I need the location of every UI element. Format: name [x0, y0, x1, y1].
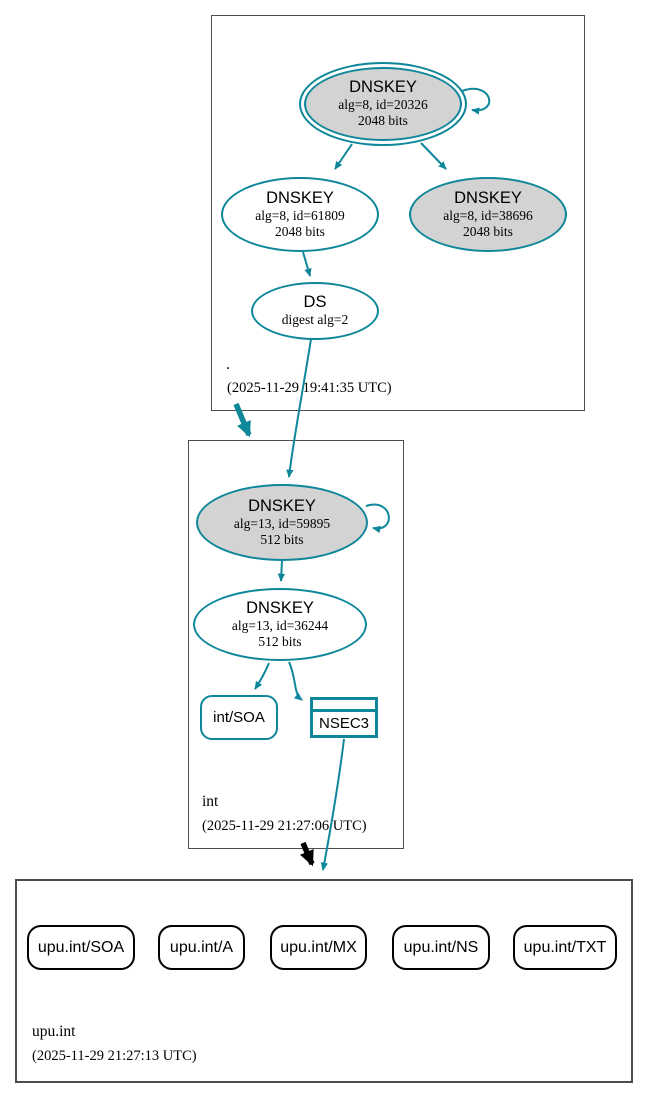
- node-detail: 512 bits: [260, 531, 304, 547]
- node-detail: alg=13, id=36244: [231, 617, 329, 633]
- node-label: upu.int/TXT: [523, 938, 607, 956]
- node-label: NSEC3: [318, 715, 370, 732]
- node-detail: alg=8, id=61809: [255, 207, 345, 223]
- node-detail: alg=13, id=59895: [233, 515, 331, 531]
- node-nsec3[interactable]: NSEC3: [310, 697, 378, 738]
- zone-name-upu-int: upu.int: [32, 1023, 76, 1040]
- node-rrset-upu-int-mx[interactable]: upu.int/MX: [270, 925, 367, 970]
- node-int-soa[interactable]: int/SOA: [200, 695, 278, 740]
- node-ds-root[interactable]: DS digest alg=2: [251, 282, 379, 340]
- node-detail: alg=8, id=38696: [443, 207, 533, 223]
- node-dnskey-20326[interactable]: DNSKEY alg=8, id=20326 2048 bits: [299, 62, 467, 146]
- node-detail: alg=8, id=20326: [338, 97, 428, 113]
- zone-timestamp-upu-int: (2025-11-29 21:27:13 UTC): [32, 1048, 197, 1064]
- node-detail: 2048 bits: [358, 113, 408, 129]
- node-title: DNSKEY: [246, 598, 314, 617]
- node-detail: digest alg=2: [281, 312, 349, 328]
- node-label: upu.int/A: [169, 938, 234, 956]
- node-title: DS: [303, 293, 327, 312]
- zone-timestamp-int: (2025-11-29 21:27:06 UTC): [202, 818, 367, 834]
- node-dnskey-38696[interactable]: DNSKEY alg=8, id=38696 2048 bits: [409, 177, 567, 252]
- node-dnskey-61809[interactable]: DNSKEY alg=8, id=61809 2048 bits: [221, 177, 379, 252]
- zone-box-root: [211, 15, 585, 411]
- node-title: DNSKEY: [349, 78, 417, 97]
- node-label: upu.int/SOA: [37, 938, 125, 956]
- zone-name-int: int: [202, 793, 219, 810]
- node-rrset-upu-int-txt[interactable]: upu.int/TXT: [513, 925, 617, 970]
- node-rrset-upu-int-a[interactable]: upu.int/A: [158, 925, 245, 970]
- dnskey-20326-inner: DNSKEY alg=8, id=20326 2048 bits: [304, 67, 462, 141]
- node-dnskey-36244[interactable]: DNSKEY alg=13, id=36244 512 bits: [193, 588, 367, 661]
- zone-name-root: .: [226, 356, 230, 373]
- node-detail: 512 bits: [258, 633, 302, 649]
- node-title: DNSKEY: [266, 188, 334, 207]
- node-title: DNSKEY: [248, 496, 316, 515]
- node-label: upu.int/NS: [403, 938, 479, 956]
- zone-box-upu-int: [15, 879, 633, 1083]
- nsec3-header-strip: [313, 700, 375, 712]
- node-detail: 2048 bits: [463, 223, 513, 239]
- node-title: DNSKEY: [454, 188, 522, 207]
- node-rrset-upu-int-soa[interactable]: upu.int/SOA: [27, 925, 135, 970]
- node-detail: 2048 bits: [275, 223, 325, 239]
- node-rrset-upu-int-ns[interactable]: upu.int/NS: [392, 925, 490, 970]
- zone-timestamp-root: (2025-11-29 19:41:35 UTC): [227, 380, 392, 396]
- node-dnskey-59895[interactable]: DNSKEY alg=13, id=59895 512 bits: [196, 484, 368, 561]
- node-label: int/SOA: [213, 709, 265, 726]
- node-label: upu.int/MX: [280, 938, 357, 956]
